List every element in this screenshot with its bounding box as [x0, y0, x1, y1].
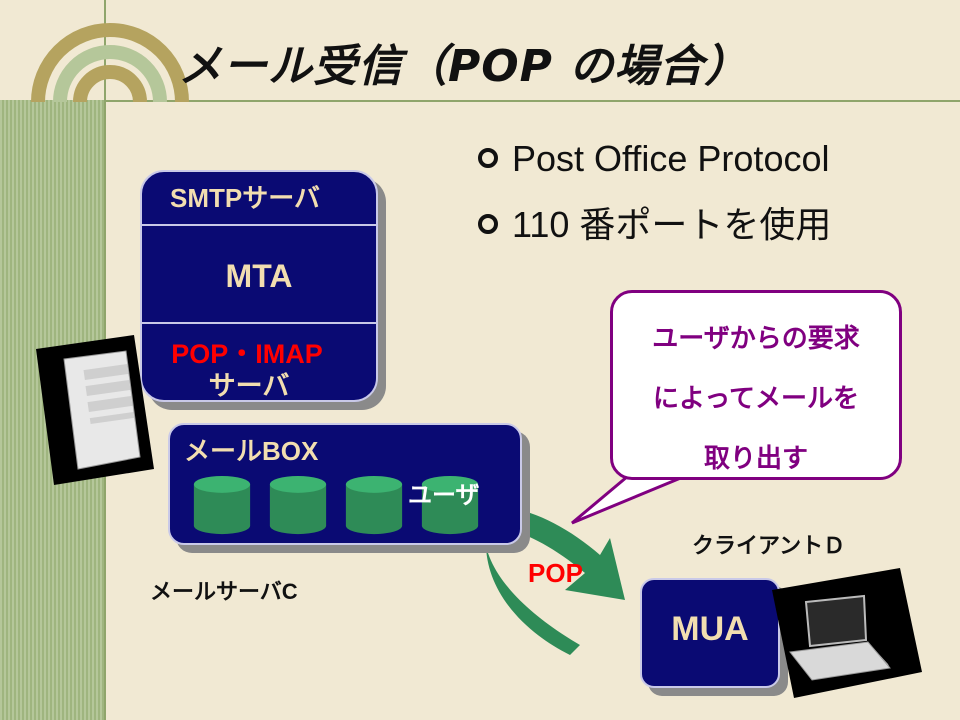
mua-box: MUA: [640, 578, 780, 688]
mailbox-cylinder-icon: [345, 475, 403, 535]
bullet-icon: [478, 148, 498, 169]
mailbox-cylinder-icon: [193, 475, 251, 535]
server-divider: [142, 224, 376, 226]
pop-imap-server-label: サーバ: [208, 371, 290, 401]
laptop-icon: [772, 568, 922, 698]
pop-imap-label: POP・IMAP: [171, 339, 323, 369]
server-tower-icon: [36, 335, 154, 485]
mua-label: MUA: [671, 610, 749, 648]
pop-arrow-label: POP: [528, 558, 583, 588]
mailbox-cylinder-icon: [421, 475, 479, 535]
mailbox-label: メールBOX: [184, 436, 319, 466]
bullet-text: Post Office Protocol: [512, 138, 830, 179]
speech-callout: ユーザからの要求 によってメールを 取り出す: [610, 290, 902, 480]
bullet-item: Post Office Protocol: [478, 138, 829, 180]
mail-server-c-label: メールサーバC: [150, 579, 298, 604]
server-divider: [142, 322, 376, 324]
bullet-item: 110 番ポートを使用: [478, 196, 831, 248]
client-d-label: クライアントＤ: [692, 533, 846, 558]
mail-server-box: SMTPサーバ MTA POP・IMAP サーバ: [140, 170, 378, 402]
divider-horizontal: [104, 100, 960, 102]
bullet-text: 110 番ポートを使用: [512, 204, 832, 245]
mailbox-cylinder-icon: [269, 475, 327, 535]
bullet-icon: [478, 214, 498, 235]
pop-arrow-tail: [484, 508, 580, 655]
arc-logo-icon: [31, 23, 189, 103]
callout-text: ユーザからの要求 によってメールを 取り出す: [613, 309, 899, 489]
slide-title: メール受信（POP の場合）: [178, 41, 750, 92]
callout-line: によってメールを: [653, 384, 859, 414]
callout-line: 取り出す: [703, 444, 808, 474]
mailbox-user-label: ユーザ: [408, 482, 480, 509]
smtp-server-label: SMTPサーバ: [170, 183, 320, 213]
mta-label: MTA: [225, 258, 293, 294]
mailbox-panel: メールBOX ユーザ: [168, 423, 522, 545]
callout-line: ユーザからの要求: [652, 324, 860, 354]
